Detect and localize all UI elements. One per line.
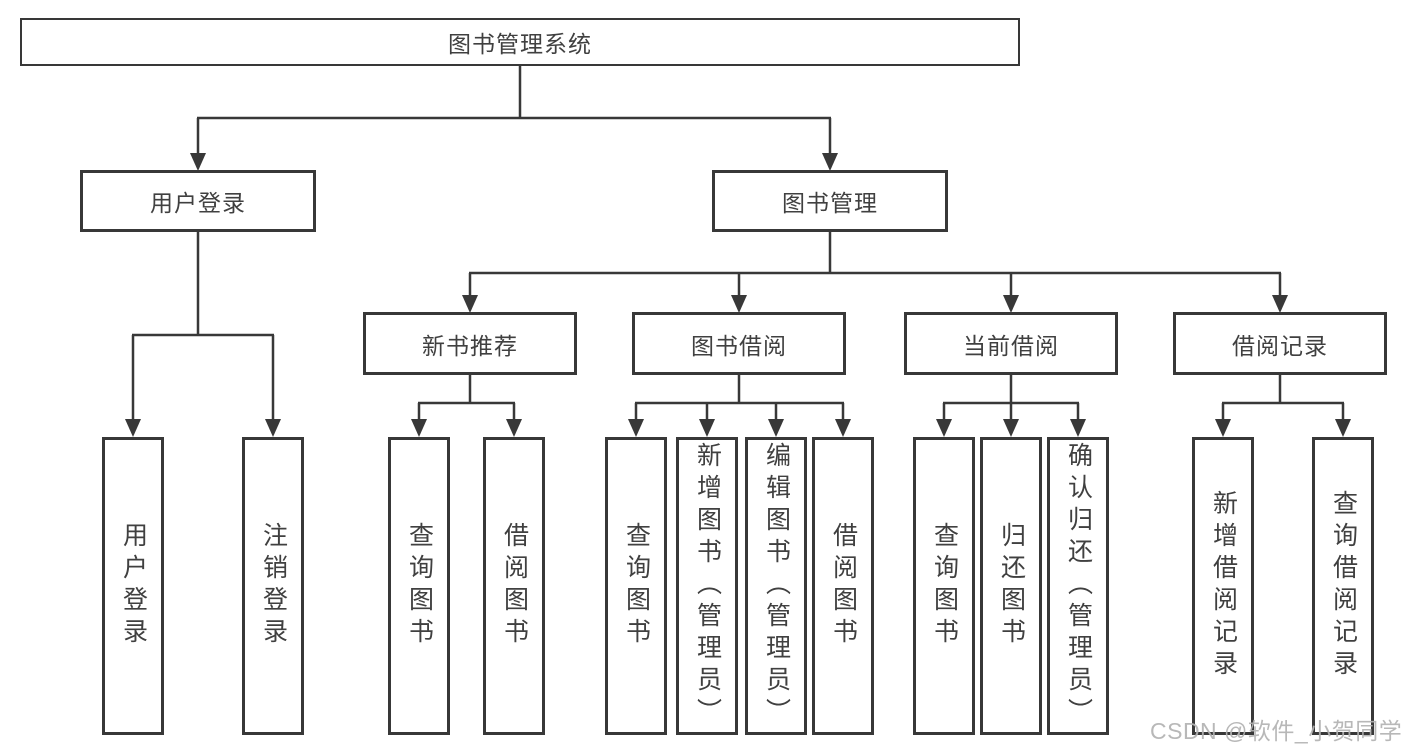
node-borrowing-records: 借阅记录 bbox=[1173, 312, 1387, 375]
node-book-borrowing: 图书借阅 bbox=[632, 312, 846, 375]
node-current-borrowing: 当前借阅 bbox=[904, 312, 1118, 375]
arrowheads bbox=[125, 153, 1351, 437]
csdn-watermark: CSDN @软件_小贺同学 bbox=[1150, 718, 1403, 744]
leaf-current-query-books: 查询图书 bbox=[913, 437, 975, 735]
leaf-borrowing-add-books-admin: 新增图书（管理员） bbox=[676, 437, 738, 735]
leaf-current-confirm-return-admin: 确认归还（管理员） bbox=[1047, 437, 1109, 735]
node-library-management-system: 图书管理系统 bbox=[20, 18, 1020, 66]
leaf-borrowing-borrow-books: 借阅图书 bbox=[812, 437, 874, 735]
leaf-records-add-record: 新增借阅记录 bbox=[1192, 437, 1254, 735]
node-new-book-recommendation: 新书推荐 bbox=[363, 312, 577, 375]
leaf-current-return-books: 归还图书 bbox=[980, 437, 1042, 735]
leaf-borrowing-edit-books-admin: 编辑图书（管理员） bbox=[745, 437, 807, 735]
leaf-recommend-borrow-books: 借阅图书 bbox=[483, 437, 545, 735]
node-user-login: 用户登录 bbox=[80, 170, 316, 232]
leaf-borrowing-query-books: 查询图书 bbox=[605, 437, 667, 735]
leaf-recommend-query-books: 查询图书 bbox=[388, 437, 450, 735]
node-book-management: 图书管理 bbox=[712, 170, 948, 232]
leaf-records-query-record: 查询借阅记录 bbox=[1312, 437, 1374, 735]
leaf-user-login: 用户登录 bbox=[102, 437, 164, 735]
leaf-logout: 注销登录 bbox=[242, 437, 304, 735]
